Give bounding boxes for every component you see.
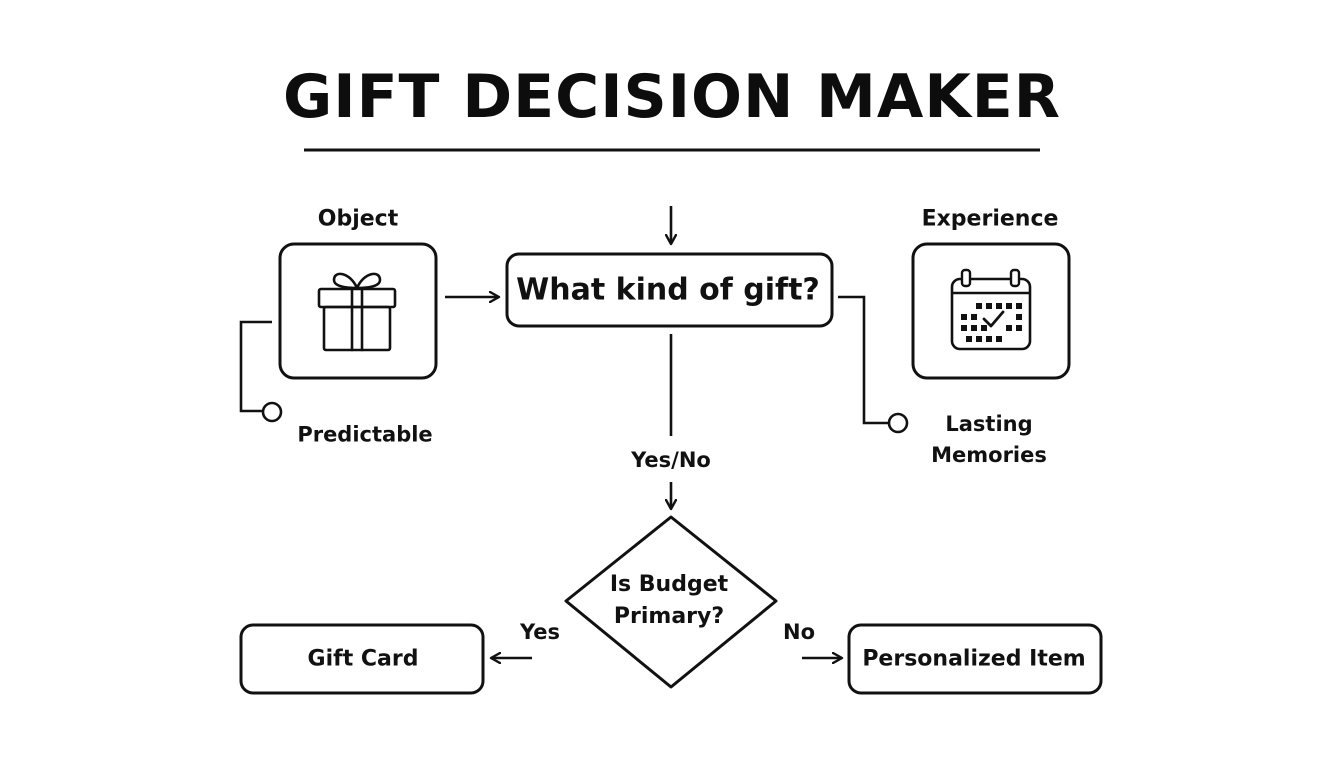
gift-card-text: Gift Card bbox=[307, 646, 419, 672]
lasting-memories-node bbox=[887, 412, 909, 434]
decision-line2: Primary? bbox=[613, 604, 725, 629]
decision-text: Is Budget Primary? bbox=[610, 569, 728, 633]
experience-label: Experience bbox=[921, 206, 1059, 232]
personalized-item-box bbox=[847, 623, 1103, 695]
question-text: What kind of gift? bbox=[516, 272, 820, 308]
object-label: Object bbox=[317, 206, 399, 232]
predictable-node bbox=[261, 401, 283, 423]
experience-connector bbox=[838, 295, 889, 425]
no-label: No bbox=[782, 620, 816, 644]
gift-icon bbox=[317, 272, 397, 352]
predictable-caption: Predictable bbox=[297, 422, 433, 447]
decision-diamond bbox=[564, 515, 778, 689]
page-title: GIFT DECISION MAKER bbox=[283, 62, 1061, 132]
gift-card-box bbox=[239, 623, 485, 695]
predictable-connector bbox=[239, 320, 272, 413]
connector-label: Yes/No bbox=[631, 448, 711, 472]
lasting-memories-line1: Lasting bbox=[945, 412, 1033, 436]
experience-box bbox=[911, 242, 1071, 380]
lasting-memories-line2: Memories bbox=[931, 443, 1047, 467]
decision-line1: Is Budget bbox=[609, 572, 729, 597]
yes-label: Yes bbox=[519, 620, 561, 644]
question-box bbox=[505, 252, 834, 328]
lasting-memories-caption: Lasting Memories bbox=[931, 409, 1047, 471]
object-box bbox=[278, 242, 438, 380]
calendar-check-icon bbox=[950, 268, 1032, 351]
personalized-item-text: Personalized Item bbox=[862, 646, 1086, 672]
